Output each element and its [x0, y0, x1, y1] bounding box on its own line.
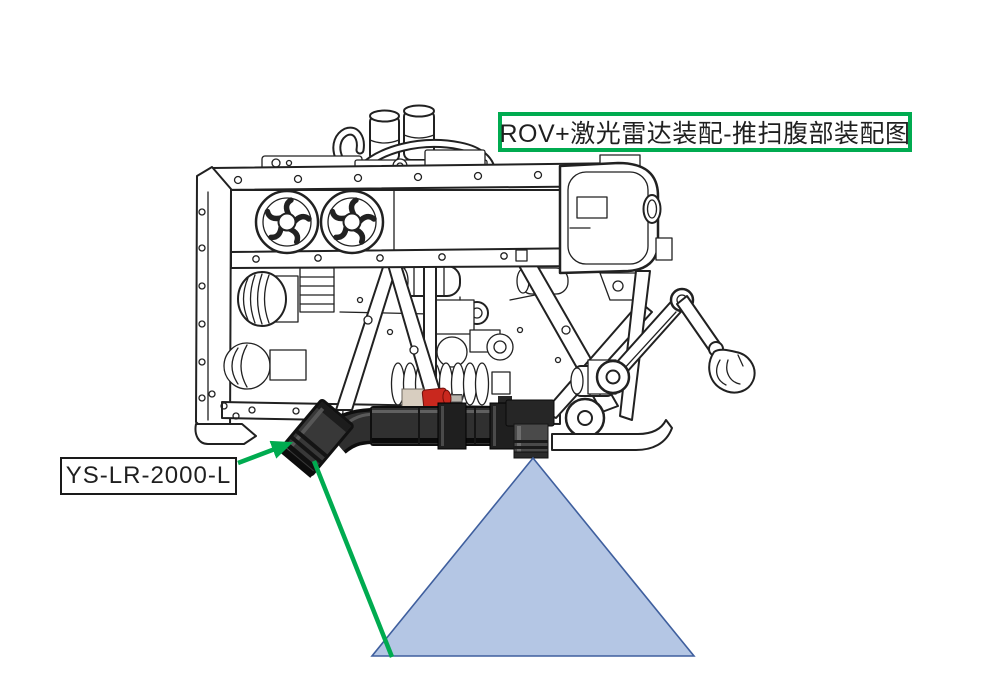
- scan-fan-triangle: [370, 456, 696, 657]
- thruster-starboard-icon: [319, 189, 385, 255]
- lidar-scan-head-down: [505, 399, 555, 459]
- manipulator-arm-icon: [587, 287, 756, 395]
- thruster-port-icon: [254, 189, 320, 255]
- device-model-label: YS-LR-2000-L: [60, 457, 237, 495]
- lidar-main-tube: [370, 402, 522, 450]
- lidar-scan-head-angled: [278, 398, 354, 478]
- skids: [194, 390, 673, 451]
- leader-arrow: [237, 440, 294, 466]
- title-box: ROV+激光雷达装配-推扫腹部装配图: [498, 112, 912, 152]
- lidar-device: [278, 387, 555, 478]
- left-frame-panel: [195, 166, 232, 437]
- laser-beam-line: [311, 460, 395, 658]
- rov-line-drawing: [194, 104, 756, 451]
